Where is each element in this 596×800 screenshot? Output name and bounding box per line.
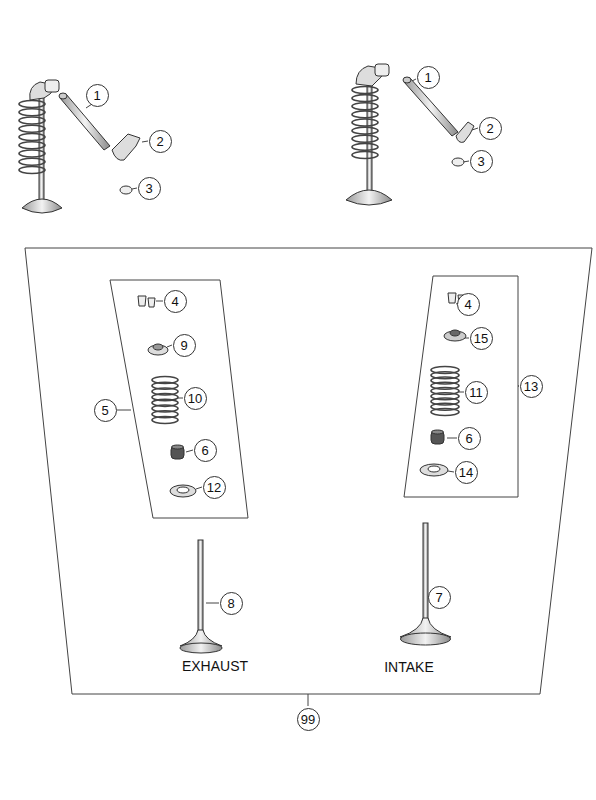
spring-coil [352, 95, 378, 102]
leader-line [117, 410, 131, 411]
intake-valve [400, 523, 451, 645]
callout-number: 5 [94, 399, 117, 422]
callout-number: 3 [138, 177, 161, 200]
spring-coil [352, 135, 378, 142]
spring-coil [19, 117, 45, 124]
callout-number: 6 [458, 427, 481, 450]
callout-number: 4 [457, 293, 480, 316]
kit-box [404, 276, 518, 497]
callout-number: 6 [194, 439, 217, 462]
kit-box [110, 280, 248, 518]
valve-type-label: INTAKE [382, 659, 436, 675]
valve-stem-seal [431, 430, 444, 444]
callout-number: 4 [164, 290, 187, 313]
spring-seat [170, 485, 196, 497]
callout-number: 3 [470, 150, 493, 173]
spring-retainer [148, 344, 168, 355]
valve-stem-seal [171, 445, 184, 459]
shim [452, 158, 464, 166]
exhaust-valve [180, 540, 222, 653]
valve-keepers [138, 296, 155, 307]
spring-coil [19, 101, 45, 108]
callout-number: 14 [455, 461, 478, 484]
callout-number: 99 [297, 708, 320, 731]
spring-coil [352, 111, 378, 118]
valve-spring [431, 367, 459, 416]
callout-number: 12 [203, 476, 226, 499]
exhaust-valve-assembly [19, 80, 62, 213]
callout-number: 13 [520, 375, 543, 398]
rocker-arm [456, 122, 474, 142]
spring-coil [352, 103, 378, 110]
spring-coil [352, 152, 378, 159]
spring-coil [19, 150, 45, 157]
callout-number: 15 [470, 327, 493, 350]
valve-type-label: EXHAUST [180, 658, 250, 674]
leader-line [308, 694, 309, 706]
spring-coil [19, 142, 45, 149]
spring-coil [352, 127, 378, 134]
callout-number: 9 [173, 334, 196, 357]
callout-number: 1 [417, 66, 440, 89]
spring-coil [19, 167, 45, 174]
spring-coil [19, 134, 45, 141]
spring-coil [19, 109, 45, 116]
spring-coil [352, 143, 378, 150]
valve-spring [152, 377, 178, 424]
spring-coil [352, 87, 378, 94]
spring-coil [19, 125, 45, 132]
callout-number: 11 [465, 381, 488, 404]
callout-number: 2 [149, 130, 172, 153]
callout-number: 2 [479, 117, 502, 140]
rocker-arm [112, 134, 140, 160]
callout-number: 8 [220, 592, 243, 615]
callout-number: 1 [86, 84, 109, 107]
callout-number: 10 [184, 387, 207, 410]
spring-coil [352, 119, 378, 126]
intake-valve-assembly [346, 64, 392, 205]
shim [120, 186, 132, 194]
kit-frame [25, 248, 592, 694]
spring-coil [431, 409, 459, 416]
spring-coil [19, 158, 45, 165]
leader-lines [86, 79, 519, 603]
spring-seat [420, 464, 448, 476]
spring-coil [152, 417, 178, 424]
callout-number: 7 [428, 586, 451, 609]
spring-retainer [444, 330, 466, 341]
